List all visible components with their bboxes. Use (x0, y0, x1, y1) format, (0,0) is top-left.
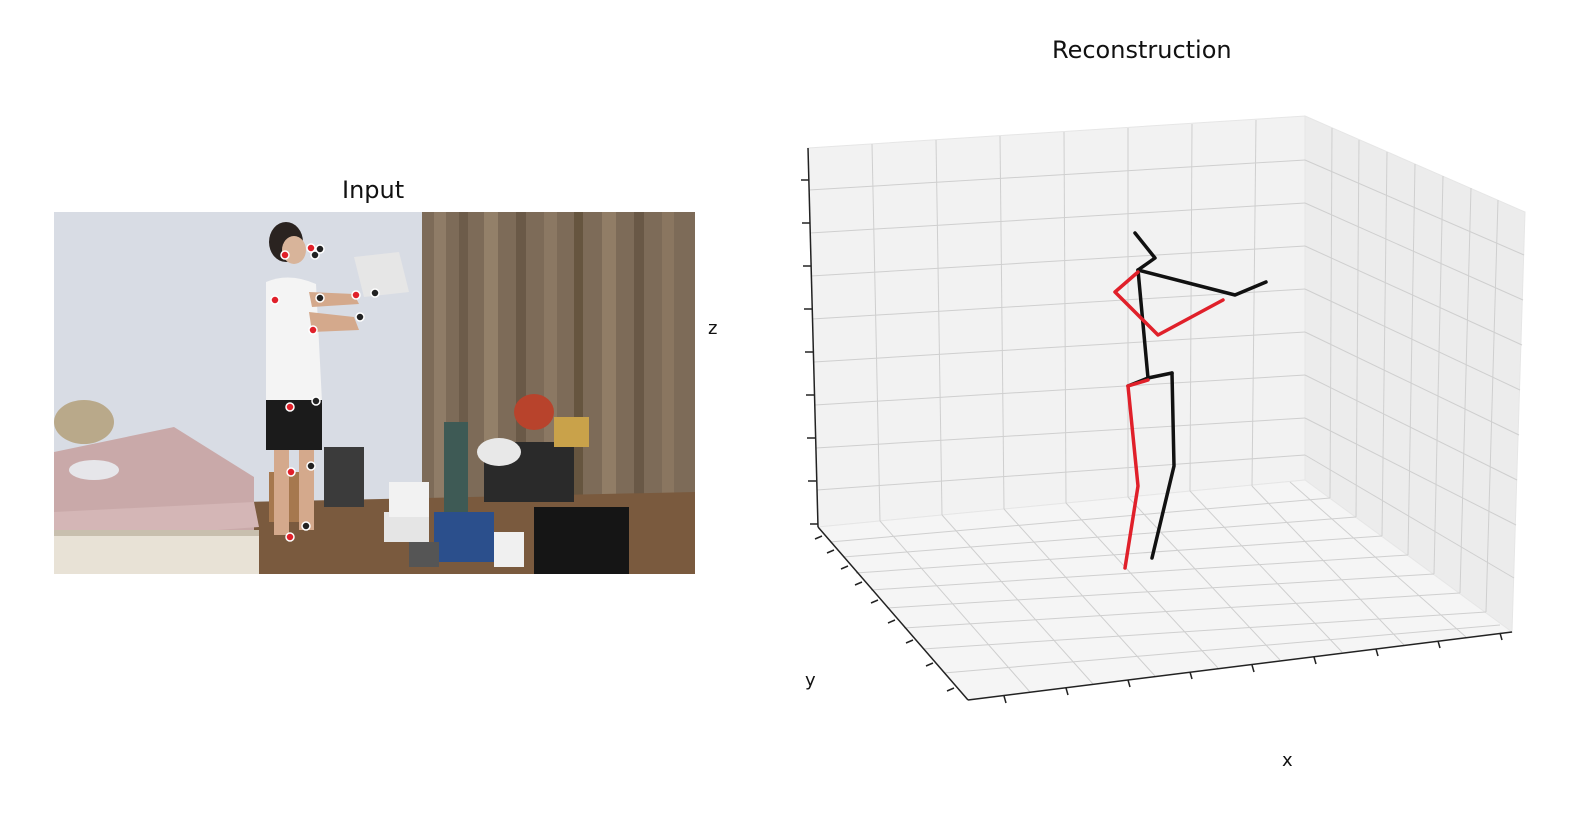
back-pane (807, 115, 1306, 528)
keypoint (285, 402, 295, 412)
keypoint (270, 295, 280, 305)
keypoint (286, 467, 296, 477)
keypoint (301, 521, 311, 531)
keypoints-2d (270, 243, 380, 542)
z-axis-label: z (708, 318, 718, 339)
input-video-frame (54, 212, 695, 574)
skeleton-right-leg-bone (1123, 384, 1140, 570)
y-axis-label: y (805, 670, 816, 691)
x-axis-ticks (1003, 632, 1503, 704)
keypoint (308, 325, 318, 335)
keypoint (351, 290, 361, 300)
skeleton-head-bone (1133, 231, 1157, 272)
keypoint (306, 243, 316, 253)
skeleton-left-leg-bone (1150, 371, 1176, 560)
floor-pane-grid (829, 481, 1501, 693)
side-pane-grid (1304, 127, 1525, 613)
x-axis-label: x (1282, 750, 1293, 771)
skeleton-3d (1113, 231, 1268, 570)
keypoint (315, 244, 325, 254)
clutter (269, 394, 629, 574)
keypoint (280, 250, 290, 260)
reconstruction-3d-plot (801, 115, 1526, 704)
skeleton-right-hip-bone (1126, 378, 1150, 388)
keypoint (306, 461, 316, 471)
skeleton-spine-bone (1136, 268, 1150, 380)
keypoint (311, 396, 321, 406)
keypoint (315, 293, 325, 303)
keypoint (285, 532, 295, 542)
keypoint (355, 312, 365, 322)
reconstruction-panel-title: Reconstruction (1052, 36, 1232, 64)
skeleton-right-arm-bone (1113, 270, 1225, 337)
bed (54, 400, 259, 574)
z-axis-ticks (801, 179, 818, 525)
input-panel-title: Input (342, 176, 405, 204)
keypoint (310, 250, 320, 260)
axis-lines (807, 147, 1513, 701)
y-axis-ticks (814, 535, 955, 692)
skeleton-left-arm-bone (1136, 268, 1268, 297)
back-pane-grid (808, 119, 1306, 522)
keypoint (370, 288, 380, 298)
